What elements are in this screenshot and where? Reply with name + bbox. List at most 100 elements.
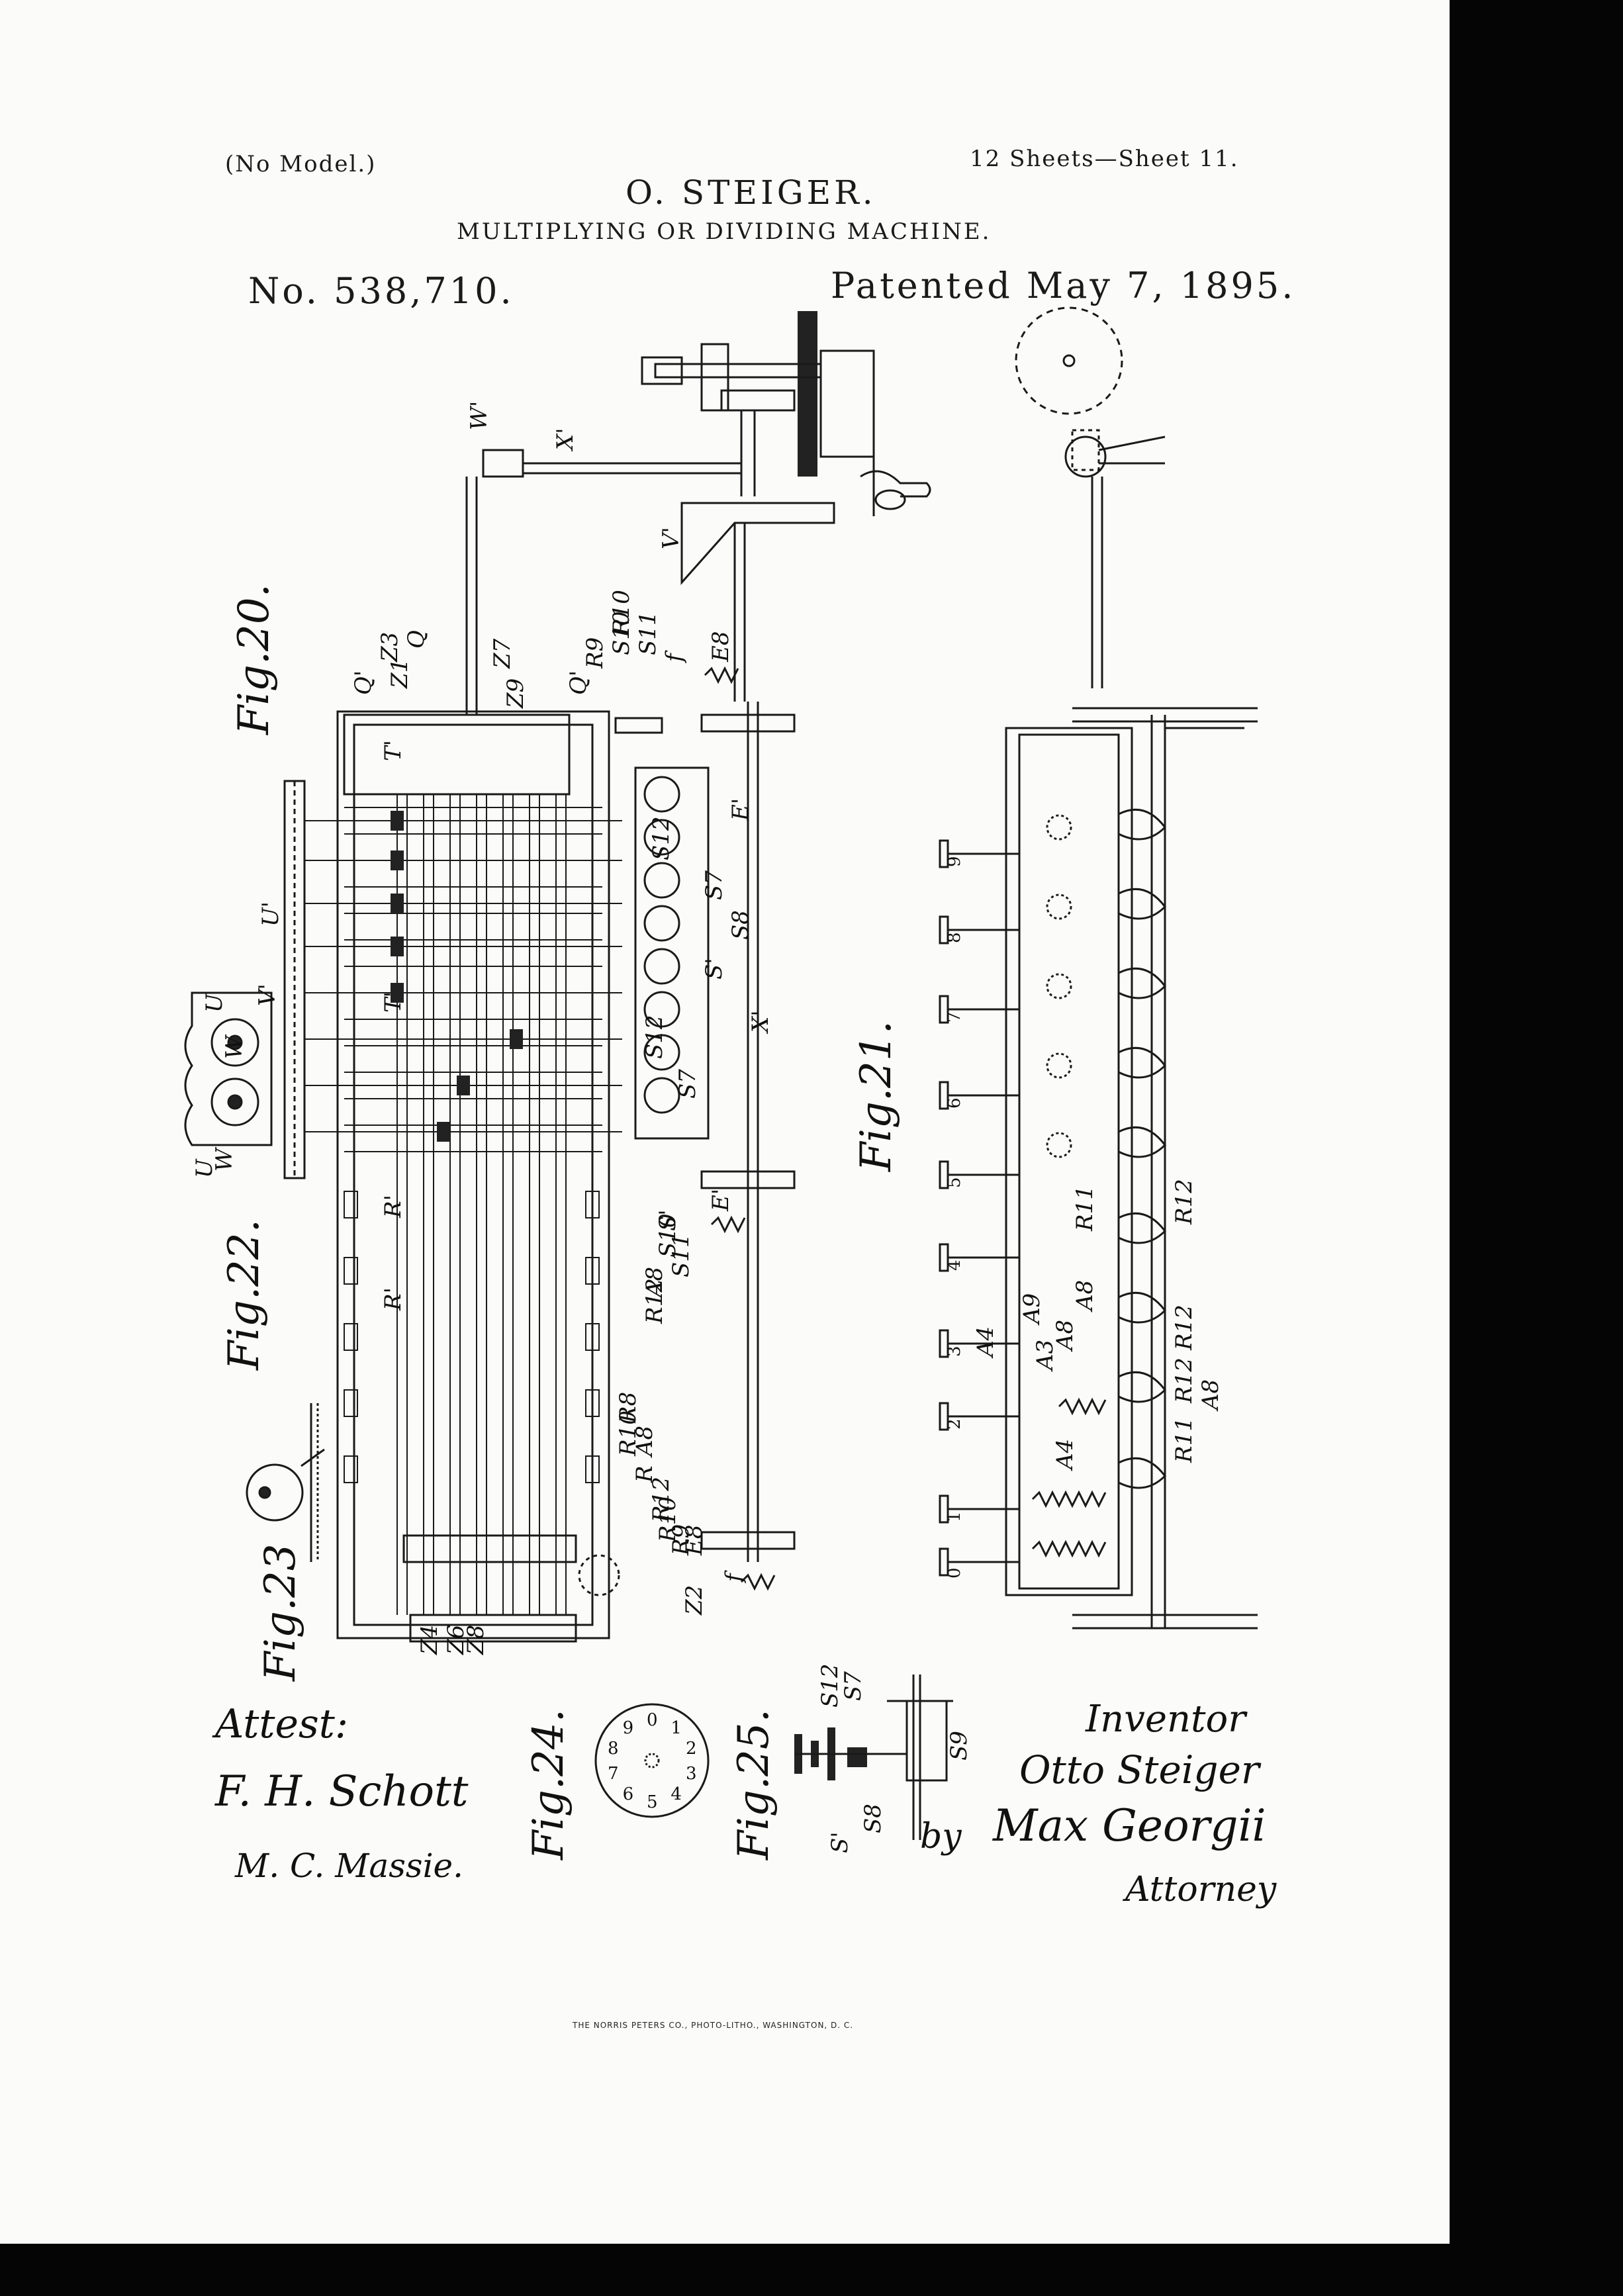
fig25-part-label-1: S7 (840, 1671, 866, 1701)
fig20-part-label-23: S8 (727, 910, 754, 940)
fig24-dial-digit-2: 2 (686, 1739, 697, 1759)
fig21-key-number-4: 4 (945, 1260, 964, 1271)
fig20-part-label-11: S10 (608, 611, 635, 655)
fig22-part-label-0: U (201, 993, 228, 1013)
fig20-part-label-20: E' (727, 798, 754, 821)
fig21-key-number-1: 1 (945, 1511, 964, 1522)
fig20-part-label-44: f (721, 1570, 747, 1584)
fig24-dial-digit-4: 4 (671, 1784, 682, 1804)
fig25-label: Fig.25. (729, 1709, 778, 1860)
printer-imprint: THE NORRIS PETERS CO., PHOTO-LITHO., WAS… (573, 2021, 854, 2030)
witness-signature-2: M. C. Massie. (235, 1847, 464, 1885)
fig20-label: Fig.20. (230, 584, 279, 735)
fig20-part-label-1: X' (552, 428, 579, 452)
fig21-part-label-3: A9 (1019, 1293, 1045, 1326)
scan-border-right (1450, 0, 1623, 2296)
fig20-part-label-47: Z6 (443, 1625, 469, 1655)
fig20-part-label-31: S' (655, 1209, 681, 1231)
fig24-dial-digit-7: 7 (608, 1764, 619, 1784)
patent-drawing: Fig.20. Fig.21. Fig.22. Fig.23 Fig.24. F… (184, 306, 1258, 1860)
fig24-dial-digit-0: 0 (647, 1710, 658, 1730)
fig20-part-label-6: Z1 (387, 659, 413, 689)
fig20-part-label-0: W' (466, 401, 492, 430)
fig20-part-label-17: U' (257, 901, 284, 927)
fig20-part-label-42: R9 (668, 1524, 694, 1556)
fig20-part-label-12: R10 (608, 590, 635, 636)
patent-sheet (0, 0, 1450, 2244)
fig24-dial-digit-5: 5 (647, 1792, 658, 1812)
fig25-part-label-0: S12 (817, 1663, 843, 1708)
fig20-part-label-46: Z4 (416, 1625, 443, 1655)
fig24-dial-digit-1: 1 (671, 1718, 682, 1738)
fig20-part-label-18: V' (254, 984, 281, 1006)
inventor-name: O. STEIGER. (626, 173, 876, 212)
fig20-part-label-34: R12 (641, 1278, 668, 1324)
fig21-key-number-3: 3 (945, 1346, 964, 1357)
fig20-part-label-14: f (661, 650, 688, 664)
fig24-dial-digit-8: 8 (608, 1739, 619, 1759)
fig20-part-label-10: R9 (582, 637, 608, 669)
fig20-part-label-43: E8 (681, 1525, 708, 1556)
fig20-part-label-22: S7 (701, 870, 727, 900)
fig20-part-label-39: R (631, 1465, 658, 1483)
sheet-count: 12 Sheets—Sheet 11. (970, 146, 1239, 172)
fig20-part-label-15: E8 (708, 631, 734, 663)
fig22-label: Fig.22. (220, 1219, 269, 1371)
fig20-part-label-8: Z9 (502, 678, 529, 709)
fig20-part-label-45: Z2 (681, 1585, 708, 1616)
fig21-label: Fig.21. (852, 1021, 901, 1172)
fig25-part-label-4: S' (827, 1831, 853, 1853)
scan-border-bottom (0, 2244, 1623, 2296)
fig20-part-label-36: R8 (615, 1392, 641, 1424)
fig20-part-label-28: R' (380, 1195, 406, 1218)
fig25-part-label-3: S8 (860, 1804, 886, 1833)
fig22-part-label-2: U (191, 1158, 218, 1178)
patent-date: Patented May 7, 1895. (831, 265, 1296, 306)
fig20-part-label-5: Q (403, 630, 430, 649)
fig21-key-number-7: 7 (945, 1011, 964, 1023)
fig21-key-number-9: 9 (945, 856, 964, 867)
no-model-note: (No Model.) (225, 151, 377, 177)
fig21-part-label-9: A8 (1197, 1379, 1224, 1412)
inventor-label: Inventor (1086, 1698, 1246, 1741)
fig20-part-label-32: S10 (655, 1213, 681, 1258)
fig21-key-number-8: 8 (945, 932, 964, 943)
fig21-part-label-2: A8 (1072, 1280, 1098, 1312)
fig20-part-label-25: X' (747, 1010, 774, 1034)
fig21-part-label-0: R12 (1171, 1179, 1197, 1225)
fig20-part-label-29: R' (380, 1287, 406, 1311)
fig20-part-label-41: R10 (655, 1496, 681, 1543)
attest-label: Attest: (215, 1701, 349, 1747)
patent-title: MULTIPLYING OR DIVIDING MACHINE. (457, 218, 992, 245)
fig21-part-label-1: R11 (1072, 1185, 1098, 1232)
fig21-part-label-6: A4 (972, 1326, 999, 1359)
fig21-part-label-10: R11 (1171, 1417, 1197, 1463)
fig20-part-label-33: S11 (668, 1233, 694, 1277)
fig20-part-label-38: A8 (631, 1426, 658, 1458)
fig25-part-label-2: S9 (946, 1731, 972, 1761)
fig23-label: Fig.23 (256, 1543, 305, 1682)
fig20-part-label-3: Q' (350, 670, 377, 695)
fig20-part-label-2: V' (658, 527, 684, 549)
fig20-part-label-48: Z8 (463, 1625, 489, 1655)
witness-signature-1: F. H. Schott (215, 1767, 469, 1816)
fig22-part-label-1: W (221, 1034, 248, 1059)
patent-number: No. 538,710. (248, 270, 514, 312)
fig20-part-label-26: S12 (641, 1015, 668, 1059)
fig21-part-label-4: A8 (1052, 1320, 1078, 1352)
fig20-part-label-30: E' (708, 1189, 734, 1212)
by-label: by (920, 1817, 962, 1857)
fig20-part-label-16: T' (380, 740, 406, 761)
fig24-label: Fig.24. (524, 1709, 573, 1860)
fig21-key-number-6: 6 (945, 1097, 964, 1109)
fig21-part-label-7: A3 (1032, 1340, 1058, 1372)
fig24-dial-digit-3: 3 (686, 1764, 697, 1784)
fig22-part-label-3: W (211, 1146, 238, 1171)
fig20-part-label-21: S12 (648, 816, 674, 860)
